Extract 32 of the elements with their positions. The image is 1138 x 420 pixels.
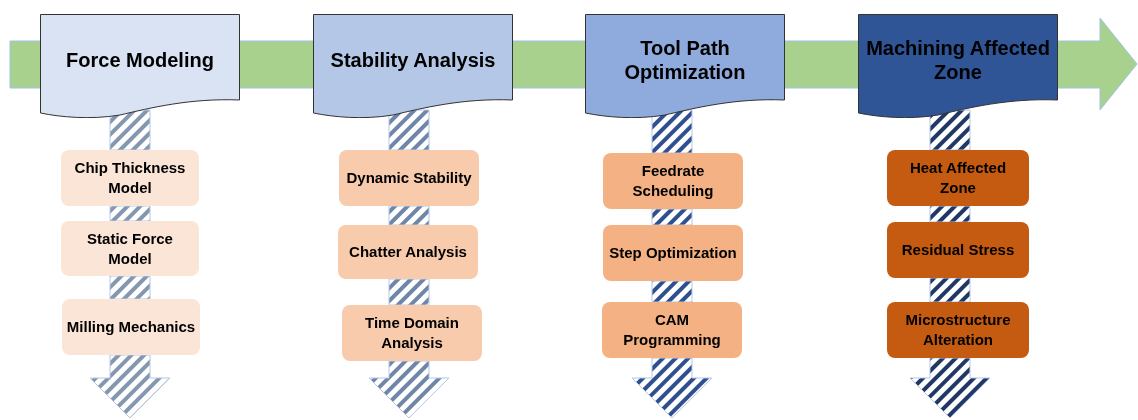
hatched-arrow xyxy=(929,205,971,223)
stage-title: Tool Path Optimization xyxy=(623,36,747,84)
hatched-arrow xyxy=(909,357,991,419)
hatched-arrow xyxy=(109,275,151,300)
step-box: CAM Programming xyxy=(602,302,742,358)
stage-title: Stability Analysis xyxy=(330,48,496,72)
hatched-arrow xyxy=(929,109,971,151)
step-box: Heat Affected Zone xyxy=(887,150,1029,206)
hatched-arrow xyxy=(631,357,713,419)
step-box: Microstructure Alteration xyxy=(887,302,1029,358)
hatched-arrow xyxy=(651,280,693,303)
hatched-arrow xyxy=(109,205,151,222)
hatched-arrow xyxy=(651,208,693,226)
stage-title: Force Modeling xyxy=(66,48,214,72)
step-box: Step Optimization xyxy=(603,225,743,281)
hatched-arrow xyxy=(89,354,171,419)
hatched-arrow xyxy=(388,278,430,306)
step-box: Static Force Model xyxy=(61,221,199,276)
step-box: Dynamic Stability xyxy=(339,150,479,206)
hatched-arrow xyxy=(388,205,430,226)
step-box: Feedrate Scheduling xyxy=(603,153,743,209)
hatched-arrow xyxy=(109,109,151,151)
hatched-arrow xyxy=(929,277,971,303)
step-box: Chip Thickness Model xyxy=(61,150,199,206)
hatched-arrow xyxy=(388,109,430,151)
step-box: Chatter Analysis xyxy=(338,225,478,279)
step-box: Time Domain Analysis xyxy=(342,305,482,361)
hatched-arrow xyxy=(368,360,450,419)
step-box: Residual Stress xyxy=(887,222,1029,278)
hatched-arrow xyxy=(651,109,693,154)
stage-title: Machining Affected Zone xyxy=(866,36,1050,84)
step-box: Milling Mechanics xyxy=(62,299,200,355)
